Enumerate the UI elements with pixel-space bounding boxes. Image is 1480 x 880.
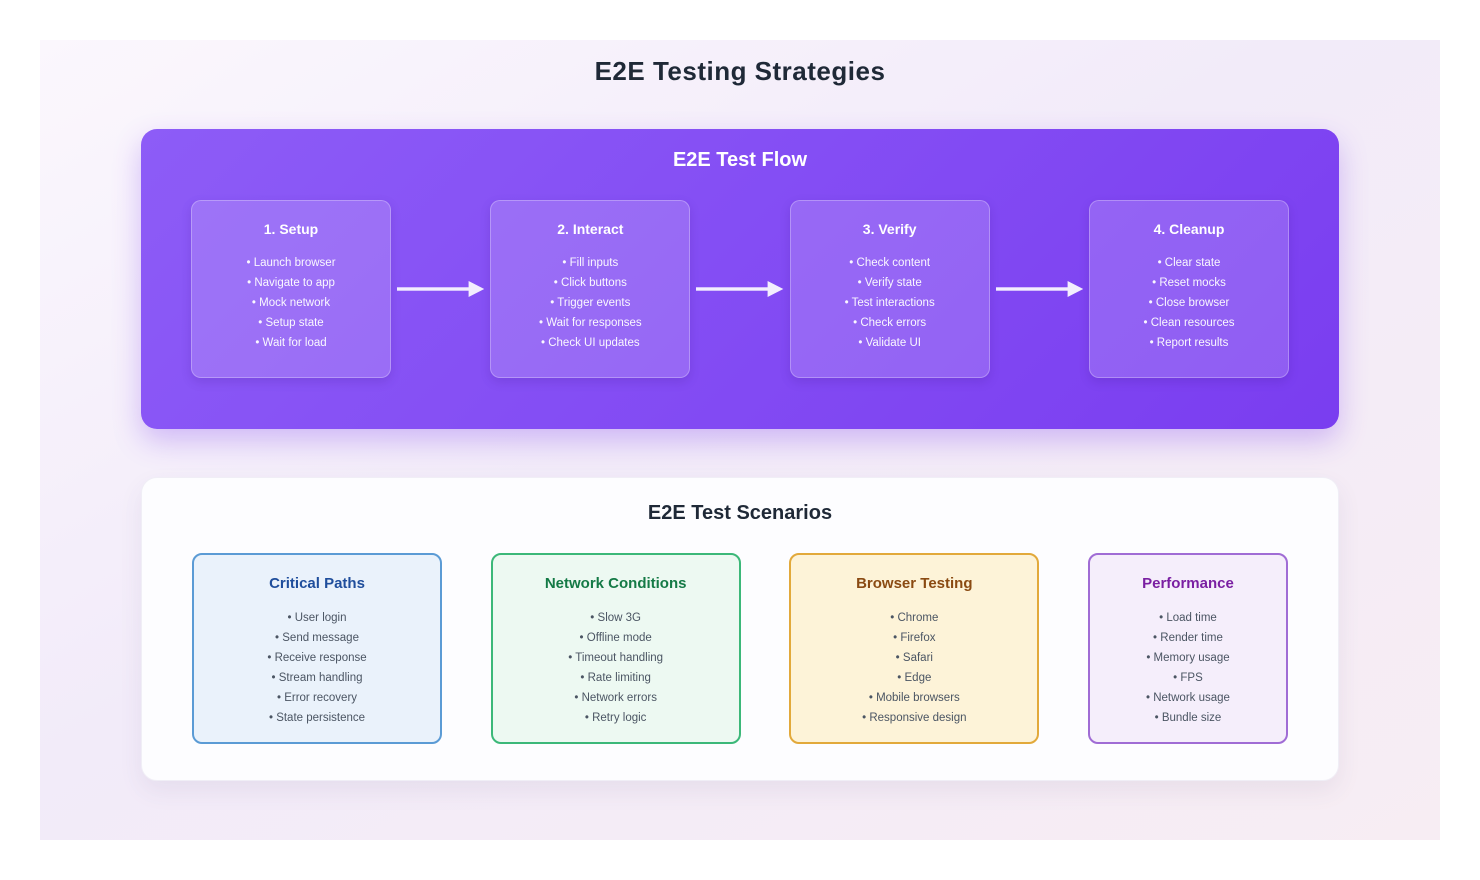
flow-step-title: 2. Interact <box>557 221 624 237</box>
scenario-item: User login <box>202 608 432 628</box>
scenario-item: FPS <box>1098 668 1278 688</box>
scenario-card-performance: Performance Load time Render time Memory… <box>1087 553 1288 744</box>
flow-step-title: 4. Cleanup <box>1153 221 1225 237</box>
scenario-card-browser-testing: Browser Testing Chrome Firefox Safari Ed… <box>789 553 1040 744</box>
flow-step-item: Click buttons <box>499 273 681 293</box>
flow-step-item: Test interactions <box>799 293 981 313</box>
scenario-item: Memory usage <box>1098 648 1278 668</box>
flow-step-card-cleanup: 4. Cleanup Clear state Reset mocks Close… <box>1088 200 1289 378</box>
scenario-item: Timeout handling <box>501 648 731 668</box>
flow-step-item: Check content <box>799 253 981 273</box>
scenario-item: Load time <box>1098 608 1278 628</box>
scenario-item: Responsive design <box>799 708 1029 728</box>
scenario-card-title: Performance <box>1142 575 1234 592</box>
flow-step-card-setup: 1. Setup Launch browser Navigate to app … <box>191 200 391 378</box>
flow-step-item: Wait for responses <box>499 313 681 333</box>
scenario-item: Mobile browsers <box>799 688 1029 708</box>
flow-arrow-icon <box>690 281 789 297</box>
scenario-card-critical-paths: Critical Paths User login Send message R… <box>192 553 442 744</box>
flow-step-card-interact: 2. Interact Fill inputs Click buttons Tr… <box>490 200 691 378</box>
flow-step-item: Navigate to app <box>200 273 382 293</box>
scenario-item: Network usage <box>1098 688 1278 708</box>
flow-step-item: Verify state <box>799 273 981 293</box>
scenarios-row: Critical Paths User login Send message R… <box>142 553 1338 744</box>
flow-step-item: Wait for load <box>200 333 382 353</box>
scenario-item: Chrome <box>799 608 1029 628</box>
scenario-item: Edge <box>799 668 1029 688</box>
scenarios-panel: E2E Test Scenarios Critical Paths User l… <box>141 477 1339 781</box>
scenario-item: Error recovery <box>202 688 432 708</box>
flow-step-item: Validate UI <box>799 333 981 353</box>
flow-step-item: Check errors <box>799 313 981 333</box>
scenario-item: Stream handling <box>202 668 432 688</box>
scenario-item: Retry logic <box>501 708 731 728</box>
flow-panel-title: E2E Test Flow <box>672 149 808 171</box>
scenario-item: Render time <box>1098 628 1278 648</box>
scenario-item: Receive response <box>202 648 432 668</box>
flow-step-item: Fill inputs <box>499 253 681 273</box>
flow-step-item: Launch browser <box>200 253 382 273</box>
flow-step-item: Mock network <box>200 293 382 313</box>
scenario-item: Firefox <box>799 628 1029 648</box>
flow-step-title: 1. Setup <box>263 221 319 237</box>
flow-step-item: Close browser <box>1098 293 1280 313</box>
scenarios-panel-title: E2E Test Scenarios <box>647 502 833 524</box>
scenario-item: Network errors <box>501 688 731 708</box>
scenario-item: Rate limiting <box>501 668 731 688</box>
flow-step-item: Reset mocks <box>1098 273 1280 293</box>
scenario-item: State persistence <box>202 708 432 728</box>
flow-steps-row: 1. Setup Launch browser Navigate to app … <box>141 200 1339 378</box>
diagram-canvas: E2E Testing Strategies E2E Test Flow 1. … <box>40 40 1440 840</box>
flow-panel: E2E Test Flow 1. Setup Launch browser Na… <box>141 129 1339 429</box>
flow-arrow-icon <box>391 281 490 297</box>
scenario-card-network-conditions: Network Conditions Slow 3G Offline mode … <box>490 553 741 744</box>
scenario-item: Safari <box>799 648 1029 668</box>
flow-step-item: Trigger events <box>499 293 681 313</box>
page-title: E2E Testing Strategies <box>594 56 886 86</box>
flow-arrow-icon <box>990 281 1089 297</box>
flow-step-item: Check UI updates <box>499 333 681 353</box>
flow-step-item: Report results <box>1098 333 1280 353</box>
scenario-card-title: Browser Testing <box>856 575 973 592</box>
scenario-card-title: Critical Paths <box>269 575 365 592</box>
flow-step-card-verify: 3. Verify Check content Verify state Tes… <box>789 200 990 378</box>
flow-step-item: Setup state <box>200 313 382 333</box>
flow-step-title: 3. Verify <box>862 221 917 237</box>
scenario-item: Bundle size <box>1098 708 1278 728</box>
scenario-item: Send message <box>202 628 432 648</box>
flow-step-item: Clear state <box>1098 253 1280 273</box>
scenario-card-title: Network Conditions <box>544 575 687 592</box>
scenario-item: Offline mode <box>501 628 731 648</box>
scenario-item: Slow 3G <box>501 608 731 628</box>
flow-step-item: Clean resources <box>1098 313 1280 333</box>
